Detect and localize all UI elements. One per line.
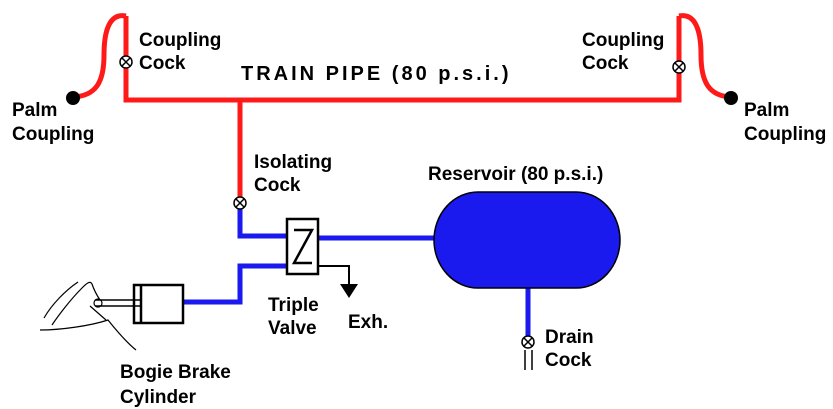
isolating-cock-label: Isolating Cock [254,152,337,196]
drain-outlet-icon [524,350,533,370]
exhaust-label: Exh. [348,312,388,333]
coupling-cock-right-label: Coupling Cock [582,30,670,74]
palm-coupling-left-line1: Palm [12,100,57,121]
pipe-valve-to-cylinder [183,263,287,305]
isolating-cock-icon [233,196,247,210]
palm-coupling-left-icon [66,91,80,105]
palm-coupling-right-line1: Palm [744,100,789,121]
brake-shoe-icon [39,281,137,351]
drain-cock-line1: Drain [545,327,594,348]
triple-valve-line2: Valve [268,318,317,339]
palm-coupling-right-icon [724,91,738,105]
coupling-cock-right-line2: Cock [582,53,629,74]
brake-cylinder-line2: Cylinder [120,387,197,408]
train-pipe-label: TRAIN PIPE (80 p.s.i.) [241,63,511,85]
reservoir-label: Reservoir (80 p.s.i.) [428,164,603,185]
brake-cylinder-line1: Bogie Brake [120,362,231,383]
triple-valve-line1: Triple [268,295,319,316]
brake-pipes [183,206,531,336]
brake-cylinder-icon [95,283,185,325]
coupling-cock-left-icon [119,55,133,69]
drain-cock-line2: Cock [545,350,592,371]
palm-coupling-right-label: Palm Coupling [744,100,826,145]
triple-valve-icon [285,217,320,276]
hose-left [72,13,127,100]
hose-right [678,13,732,100]
coupling-cock-left-label: Coupling Cock [139,30,227,74]
coupling-cock-right-line1: Coupling [582,30,664,51]
drain-cock-icon [521,335,535,349]
exhaust-icon [318,265,358,298]
isolating-cock-line1: Isolating [254,152,332,173]
brake-cylinder-label: Bogie Brake Cylinder [120,362,236,408]
drain-cock-label: Drain Cock [545,327,599,371]
coupling-cock-left-line2: Cock [139,53,186,74]
pipe-isolating-to-valve [237,206,287,239]
palm-coupling-left-label: Palm Coupling [12,100,94,145]
reservoir-tank [433,191,621,289]
palm-coupling-left-line2: Coupling [12,124,94,145]
isolating-cock-line2: Cock [254,175,301,196]
coupling-cock-left-line1: Coupling [139,30,221,51]
triple-valve-label: Triple Valve [268,295,324,339]
palm-coupling-right-line2: Coupling [744,124,826,145]
coupling-cock-right-icon [672,60,686,74]
